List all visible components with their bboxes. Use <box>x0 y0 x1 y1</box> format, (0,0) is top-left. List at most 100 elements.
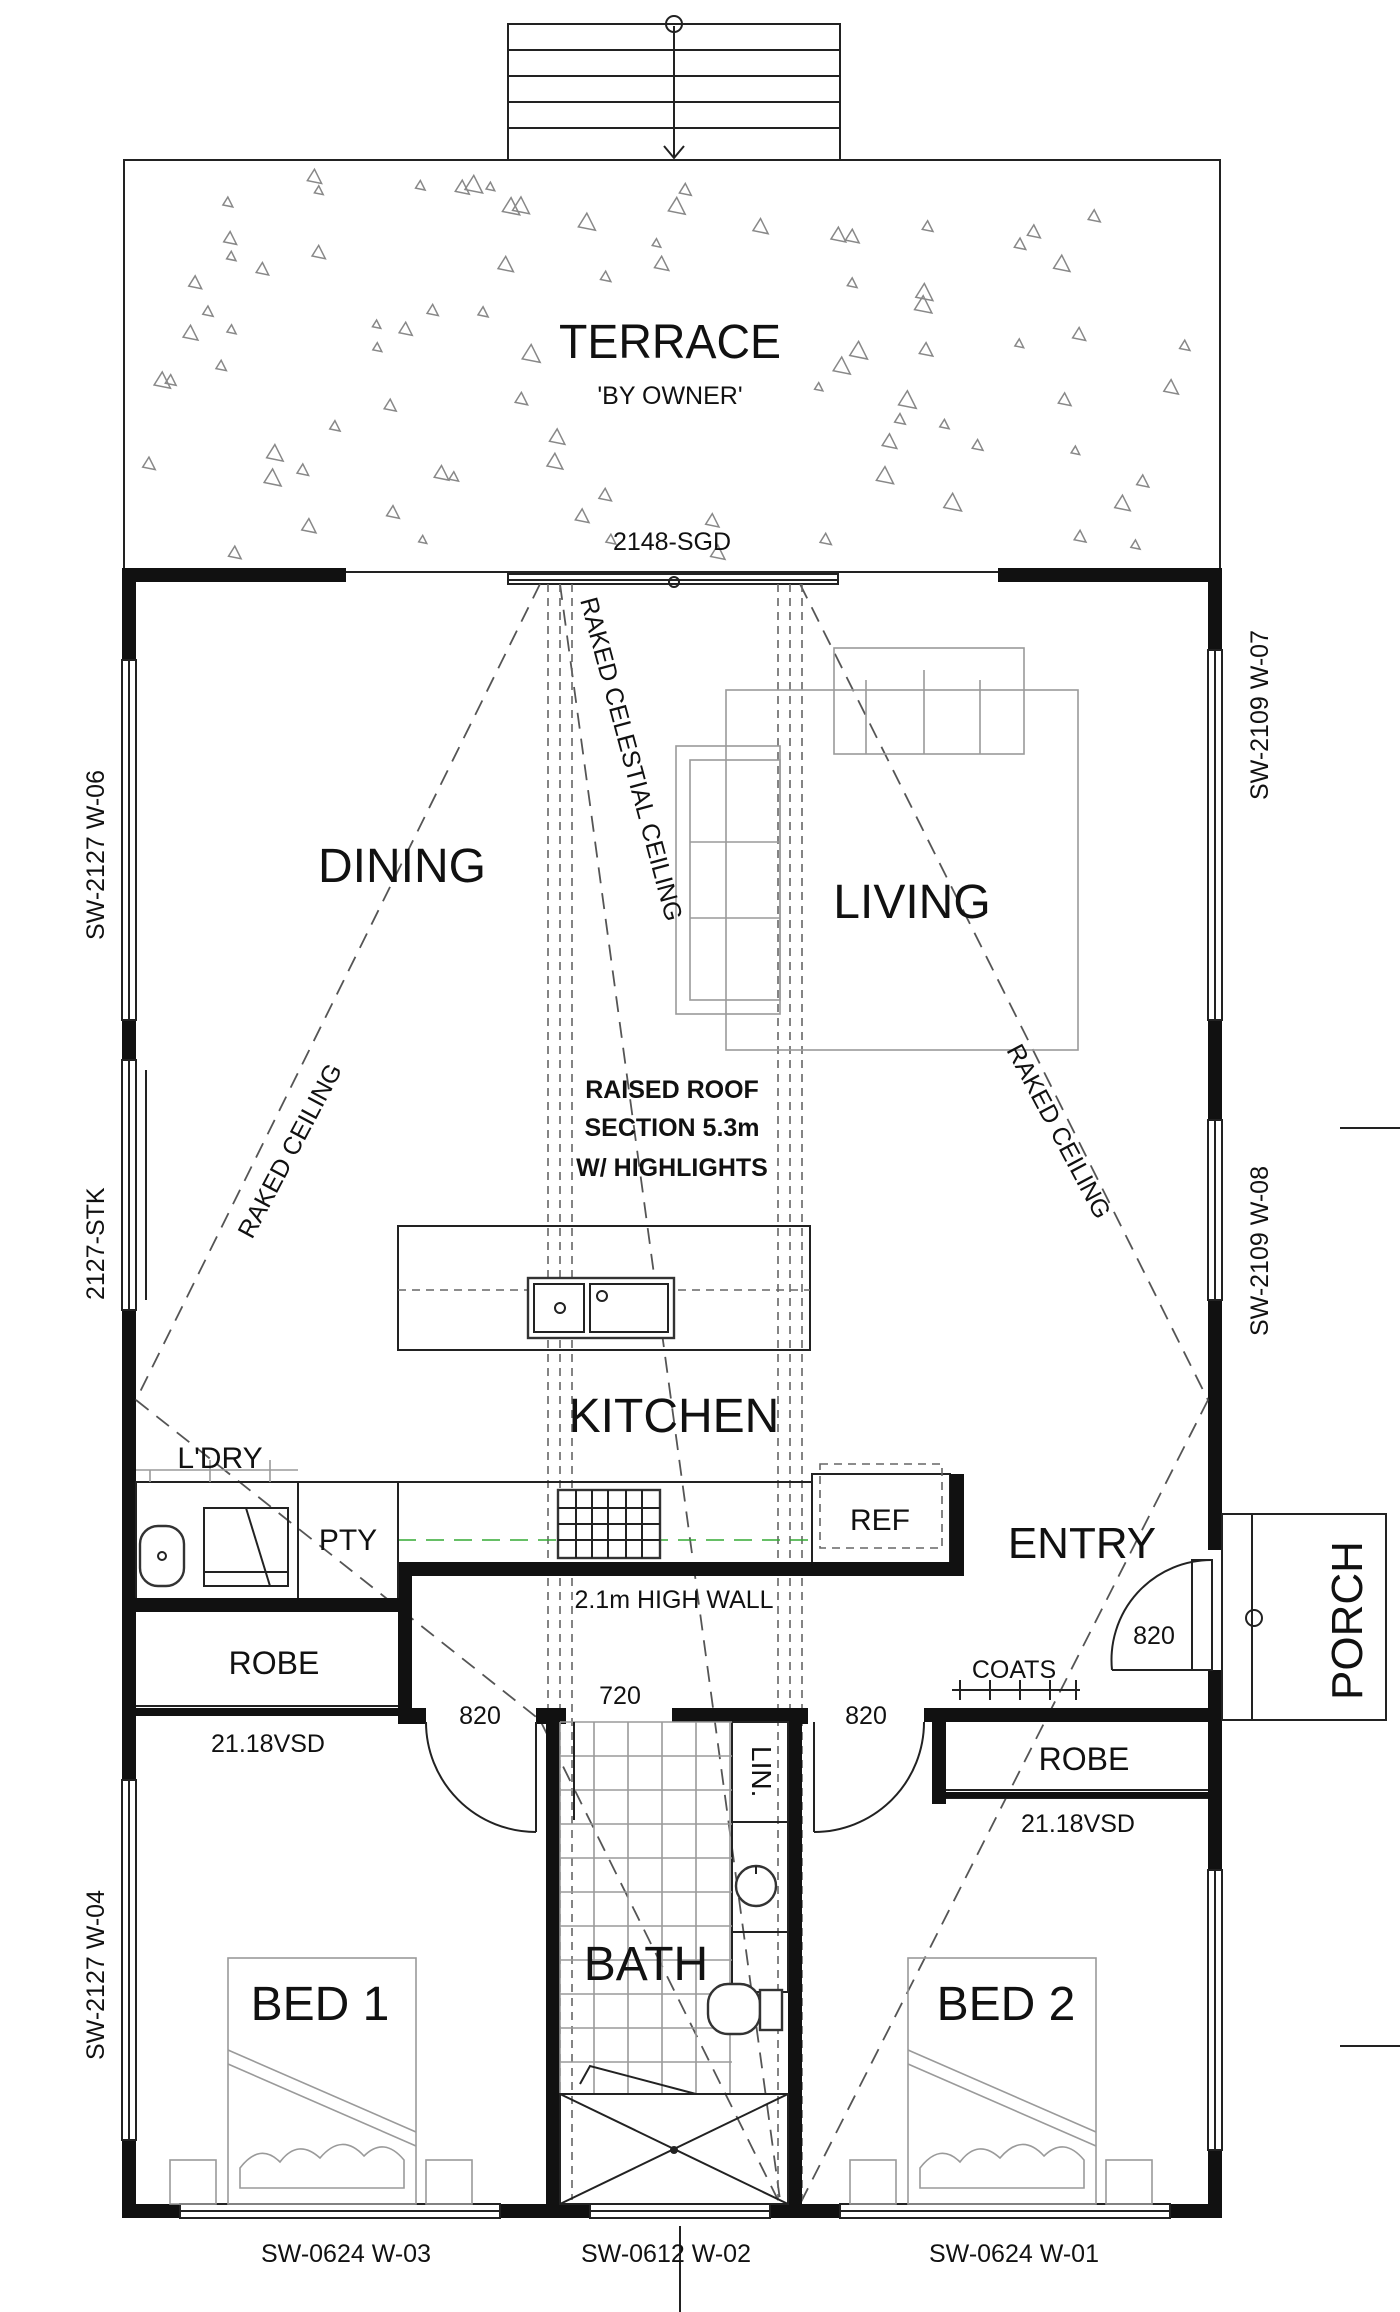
terrace-speckle <box>574 507 591 524</box>
raised-roof-line1: RAISED ROOF <box>585 1076 759 1104</box>
terrace-speckle <box>971 438 985 452</box>
door-bed1-label: 820 <box>459 1702 501 1730</box>
terrace-speckle <box>385 504 401 520</box>
terrace-speckle <box>545 451 565 471</box>
terrace-steps <box>507 15 841 161</box>
terrace-speckle <box>382 397 398 413</box>
robe-left-label: ROBE <box>229 1645 320 1681</box>
terrace-speckle <box>1072 528 1088 544</box>
terrace-speckle <box>496 254 515 273</box>
bed-1 <box>169 1957 473 2205</box>
basin-icon <box>734 1864 778 1908</box>
terrace-speckle <box>141 455 157 471</box>
terrace-speckle <box>227 544 243 560</box>
terrace-speckle <box>709 543 727 561</box>
bed2-label: BED 2 <box>937 1978 1076 2031</box>
terrace-speckle <box>914 281 935 302</box>
terrace-speckle <box>476 305 490 318</box>
window-w06-label: SW-2127 W-06 <box>82 770 110 940</box>
terrace-speckle <box>484 180 497 192</box>
dining-label: DINING <box>318 840 486 893</box>
terrace-speckle <box>254 260 270 276</box>
window-stk-label: 2127-STK <box>82 1187 110 1300</box>
terrace-speckle <box>463 173 484 195</box>
terrace-speckle <box>225 249 238 262</box>
window-w01-label: SW-0624 W-01 <box>929 2240 1099 2268</box>
fridge-label: REF <box>850 1504 910 1537</box>
raked-ceiling-right-label: RAKED CEILING <box>1001 1040 1116 1224</box>
terrace-speckle <box>651 237 663 249</box>
terrace-speckle <box>295 462 310 477</box>
sink-icon <box>526 1276 676 1340</box>
kitchen-island <box>397 1225 811 1351</box>
laundry <box>135 1460 399 1601</box>
terrace-speckle <box>813 381 825 392</box>
terrace-speckle <box>262 467 283 487</box>
bed1-label: BED 1 <box>251 1978 390 2031</box>
terrace-speckle <box>371 318 383 330</box>
interior-walls <box>122 1598 1222 2218</box>
terrace-speckle <box>875 465 895 485</box>
raked-celestial-label: RAKED CELESTIAL CEILING <box>574 594 687 924</box>
terrace-label: TERRACE <box>559 316 781 369</box>
toilet-icon <box>706 1982 784 2036</box>
terrace-speckle <box>848 339 869 361</box>
sgd-label: 2148-SGD <box>613 528 731 556</box>
laundry-label: L'DRY <box>177 1442 262 1475</box>
terrace-speckle <box>880 432 899 450</box>
door-entry-label: 820 <box>1133 1622 1175 1650</box>
terrace-note: 'BY OWNER' <box>597 382 742 410</box>
door-bed2-label: 820 <box>845 1702 887 1730</box>
terrace-speckle <box>897 389 918 410</box>
terrace-speckle <box>1052 253 1072 273</box>
terrace-speckle <box>417 533 429 545</box>
raised-roof-line2: SECTION 5.3m <box>584 1114 759 1142</box>
terrace-speckle <box>310 243 327 260</box>
coat-hooks <box>952 1680 1080 1700</box>
terrace-speckle <box>597 486 613 502</box>
linen-label: LIN. <box>746 1746 777 1797</box>
door-bath-label: 720 <box>599 1682 641 1710</box>
terrace-speckle <box>846 276 859 289</box>
terrace-speckle <box>1057 391 1073 407</box>
terrace-speckle <box>1162 378 1180 396</box>
terrace-speckle <box>938 417 951 430</box>
door-swings <box>425 1558 1213 1833</box>
terrace-speckle <box>152 370 172 390</box>
terrace-speckle <box>425 302 440 317</box>
terrace-speckle <box>300 517 318 534</box>
terrace-speckle <box>1086 208 1102 223</box>
terrace-speckle <box>1069 444 1081 456</box>
pantry-label: PTY <box>319 1524 377 1557</box>
terrace-speckle <box>599 269 613 283</box>
terrace-speckle <box>818 531 833 546</box>
window-w08-label: SW-2109 W-08 <box>1246 1166 1274 1336</box>
terrace-speckle <box>678 181 693 197</box>
terrace-speckle <box>831 355 852 376</box>
living-furniture <box>675 647 1079 1051</box>
bath-tiles <box>559 1721 732 2094</box>
terrace-speckle <box>164 373 178 387</box>
terrace-speckle <box>371 341 384 353</box>
terrace-speckle <box>942 491 963 513</box>
terrace-speckle <box>548 427 567 446</box>
terrace-speckle <box>1013 337 1026 349</box>
terrace-texture <box>141 167 1192 561</box>
bath-label: BATH <box>584 1938 708 1991</box>
porch-label: PORCH <box>1323 1541 1372 1700</box>
terrace-speckle <box>844 227 861 244</box>
window-w03-label: SW-0624 W-03 <box>261 2240 431 2268</box>
vsd-right-label: 21.18VSD <box>1021 1810 1135 1838</box>
terrace-speckle <box>511 195 531 215</box>
terrace-speckle <box>214 358 228 372</box>
terrace-speckle <box>829 225 848 243</box>
terrace-speckle <box>1013 236 1028 251</box>
coats-label: COATS <box>972 1656 1056 1684</box>
window-w07-label: SW-2109 W-07 <box>1246 630 1274 800</box>
high-wall-label: 2.1m HIGH WALL <box>574 1586 773 1614</box>
terrace-speckle <box>306 167 323 185</box>
robe-right-label: ROBE <box>1039 1741 1130 1777</box>
bed-2 <box>849 1957 1153 2205</box>
terrace-speckle <box>1178 338 1192 352</box>
